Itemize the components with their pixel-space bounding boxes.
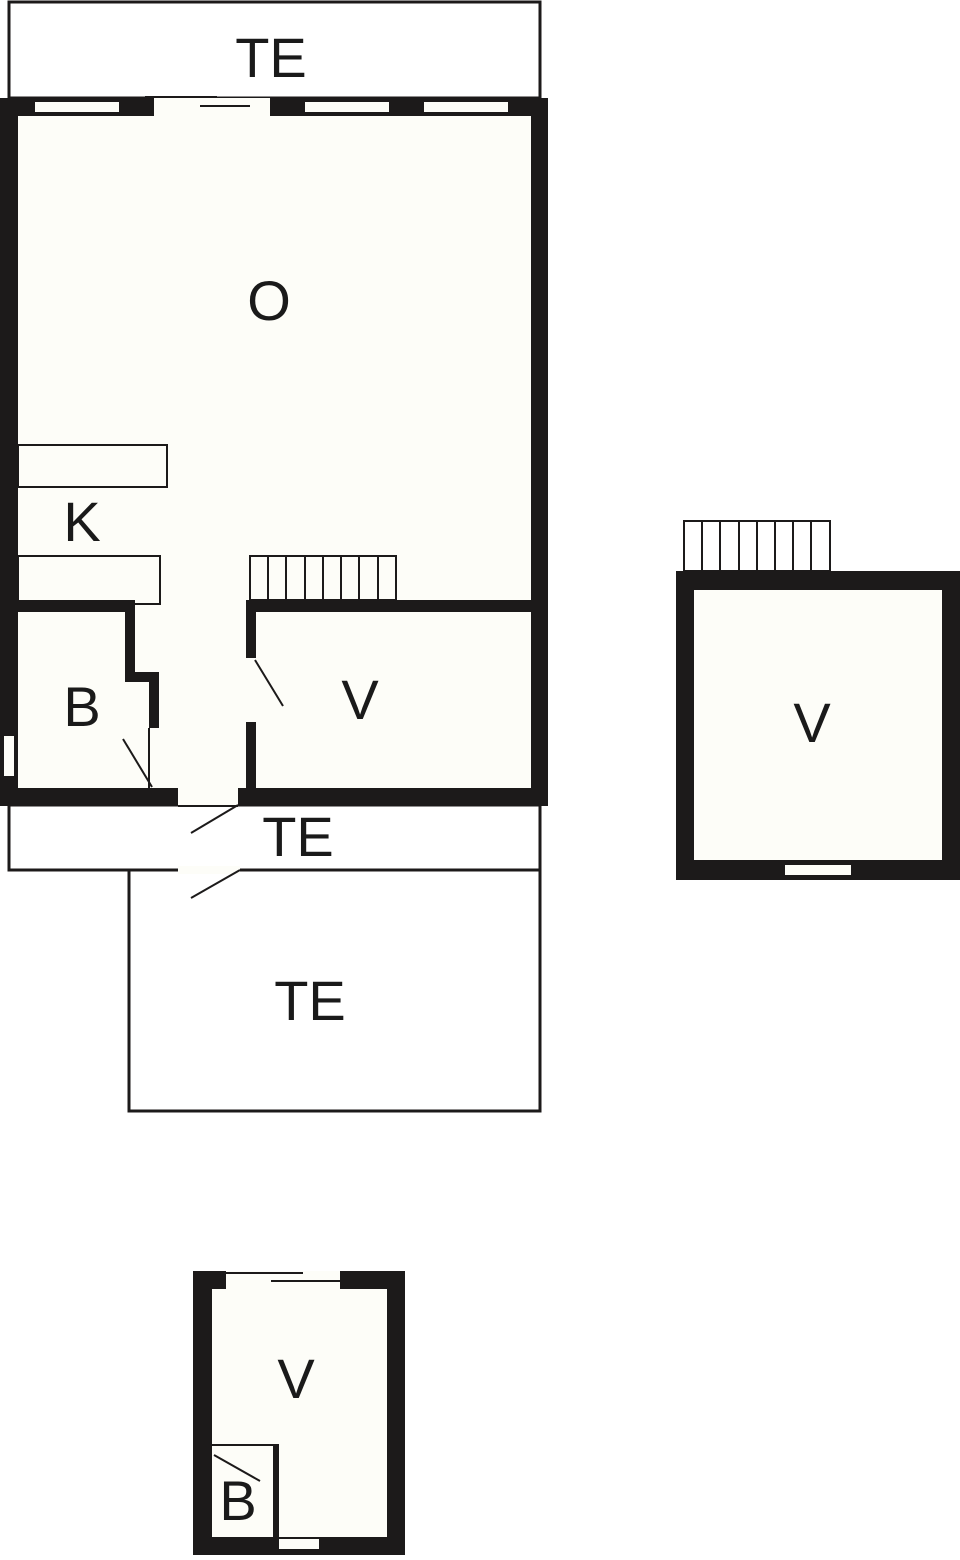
wall-south-left — [0, 788, 178, 806]
stairs-annex — [683, 520, 831, 572]
bedroom-door-swing — [254, 659, 284, 707]
guest-bath-door-swing — [213, 1454, 261, 1482]
wall-south-right — [238, 788, 548, 806]
terrace-door-opening[interactable] — [178, 866, 240, 874]
label-terrace-large: TE — [274, 969, 346, 1032]
guest-house: V B — [193, 1271, 405, 1555]
house-floor — [0, 98, 548, 806]
label-guest-bedroom: V — [277, 1347, 315, 1410]
annex-floor — [694, 590, 942, 860]
label-bath-main: B — [63, 675, 100, 738]
guest-window — [279, 1539, 319, 1549]
terrace-door-swing — [190, 869, 241, 899]
label-bedroom-main: V — [341, 668, 379, 731]
main-house: TE O K B V TE TE — [0, 0, 548, 1113]
label-living: O — [247, 269, 291, 332]
stairs-main — [249, 555, 397, 601]
window-north-4 — [424, 102, 508, 112]
bedroom-wall-west-lower — [246, 722, 256, 788]
guest-floor — [212, 1289, 387, 1537]
kitchen-counter-top — [17, 444, 168, 488]
entry-door-swing[interactable] — [190, 804, 239, 834]
bath-wall-east-upper — [125, 600, 135, 682]
window-north-1 — [35, 102, 119, 112]
wall-north — [0, 98, 548, 116]
bath-door-swing — [122, 738, 153, 788]
wall-west — [0, 98, 18, 806]
label-kitchen: K — [63, 490, 100, 553]
label-guest-bath: B — [219, 1469, 256, 1532]
annex-window — [785, 865, 851, 875]
label-terrace-entry: TE — [262, 805, 334, 868]
bath-wall-jog — [125, 672, 159, 682]
guest-bath-wall — [273, 1444, 279, 1539]
wall-east — [531, 98, 548, 806]
bath-door-opening[interactable] — [149, 728, 159, 788]
terrace-large — [127, 868, 542, 1113]
label-annex-bedroom: V — [793, 691, 831, 754]
bedroom-wall-west-upper — [246, 600, 256, 658]
window-north-3 — [305, 102, 389, 112]
bath-wall-north — [18, 600, 135, 612]
window-west — [4, 736, 14, 776]
annex-building: V — [676, 520, 960, 880]
bath-wall-east-lower — [149, 672, 159, 728]
bedroom-wall-north — [246, 600, 531, 612]
label-terrace-top: TE — [235, 26, 307, 89]
